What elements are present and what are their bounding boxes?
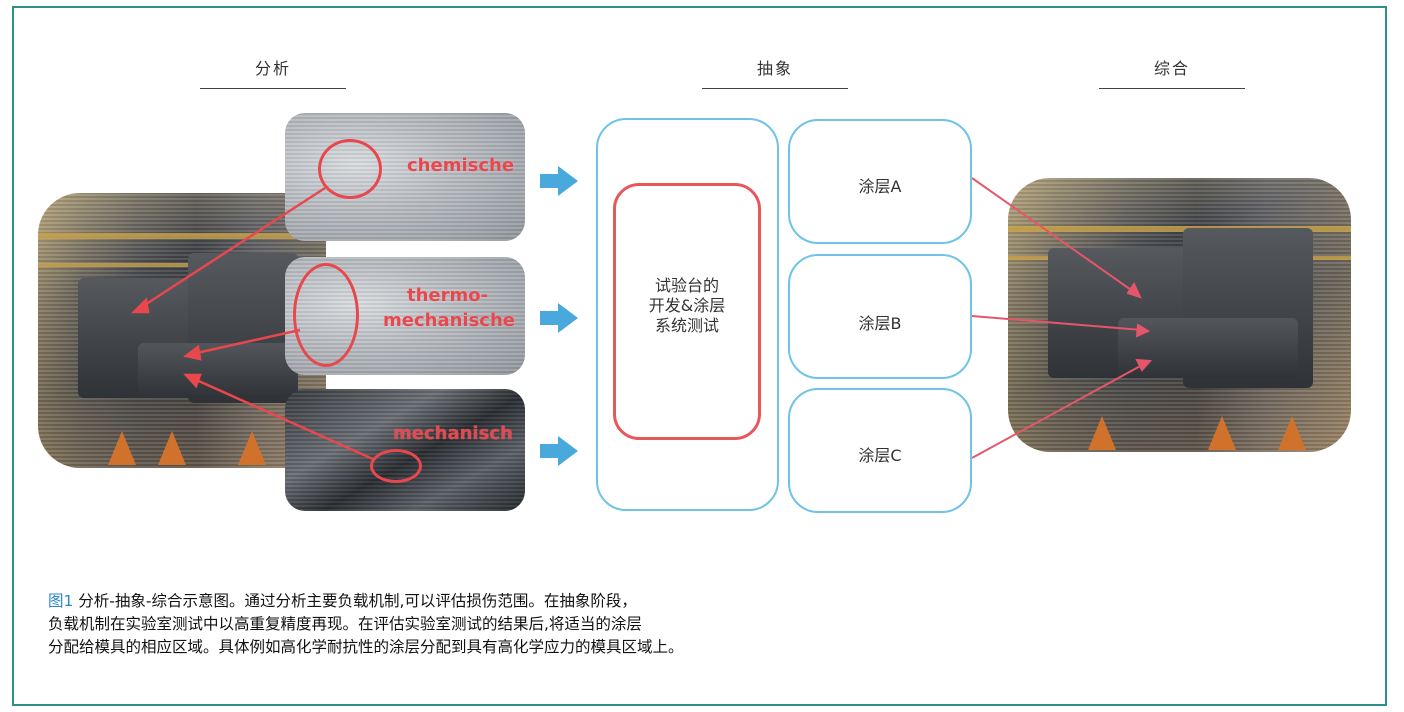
heading-analysis-rule (200, 88, 346, 89)
heading-abstraction-rule (702, 88, 848, 89)
coating-box-b: 涂层B (788, 254, 972, 379)
photo-chemical-wear: chemische (285, 113, 525, 241)
coating-label-c: 涂层C (858, 446, 902, 465)
heading-synthesis: 综合 (1153, 59, 1190, 78)
coating-label-b: 涂层B (858, 314, 902, 333)
photo-thermo-mechanical-wear: thermo- mechanische (285, 257, 525, 375)
test-bench-label-line1: 试验台的 (654, 276, 719, 295)
test-bench-box: 试验台的 开发&涂层 系统测试 (613, 183, 761, 440)
coating-box-a: 涂层A (788, 119, 972, 244)
factory-photo-left (38, 193, 326, 468)
label-chemische: chemische (407, 155, 515, 176)
damage-highlight-mechanical (370, 449, 422, 483)
caption-line1: 图1 分析-抽象-综合示意图。通过分析主要负载机制,可以评估损伤范围。在抽象阶段… (48, 592, 637, 610)
coating-assignment-lines (971, 177, 1153, 459)
heading-synthesis-rule (1099, 88, 1245, 89)
flow-arrow-middle (540, 303, 578, 333)
flow-arrow-bottom (540, 436, 578, 466)
caption-line2: 负载机制在实验室测试中以高重复精度再现。在评估实验室测试的结果后,将适当的涂层 (48, 615, 642, 633)
label-thermo: thermo- (407, 285, 489, 306)
photo-mechanical-wear: mechanisch (285, 389, 525, 511)
coating-label-a: 涂层A (858, 177, 902, 196)
damage-highlight-chemical (318, 139, 382, 199)
damage-highlight-thermo (293, 263, 359, 367)
coating-box-c: 涂层C (788, 388, 972, 513)
test-bench-label-line3: 系统测试 (654, 316, 719, 335)
heading-abstraction: 抽象 (756, 59, 793, 78)
caption-line3: 分配给模具的相应区域。具体例如高化学耐抗性的涂层分配到具有高化学应力的模具区域上… (48, 638, 684, 656)
damage-pointer-lines (130, 186, 376, 462)
heading-analysis: 分析 (254, 59, 291, 78)
figure-caption: 图1 分析-抽象-综合示意图。通过分析主要负载机制,可以评估损伤范围。在抽象阶段… (48, 590, 948, 659)
label-mechanisch: mechanisch (393, 423, 513, 444)
flow-arrow-top (540, 166, 578, 196)
factory-photo-right (1008, 178, 1351, 452)
test-bench-label-line2: 开发&涂层 (648, 296, 726, 315)
label-mechanische: mechanische (383, 310, 515, 331)
figure-ref: 图1 (48, 592, 74, 610)
